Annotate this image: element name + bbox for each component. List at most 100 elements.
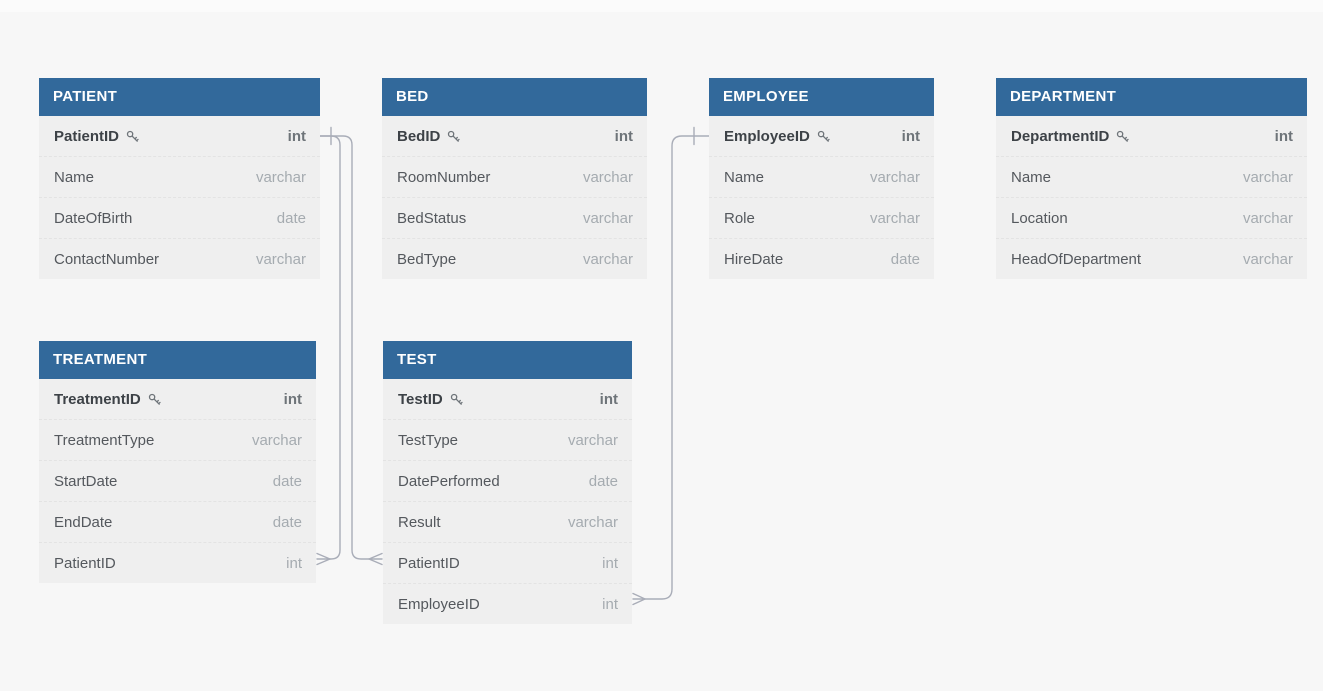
primary-key-icon <box>126 130 139 142</box>
table-row: StartDate date <box>39 460 316 501</box>
column-name: TreatmentID <box>54 390 141 408</box>
column-type: varchar <box>1242 168 1293 186</box>
column-name: PatientID <box>54 554 116 572</box>
table-body: PatientID int Name varchar DateOfBirth d… <box>39 116 320 279</box>
primary-key-icon <box>450 393 463 405</box>
column-name: EndDate <box>54 513 113 531</box>
column-type: int <box>287 127 306 145</box>
table-body: BedID int RoomNumber varchar BedStatus v… <box>382 116 647 279</box>
table-row: TestType varchar <box>383 419 632 460</box>
many-crowfoot <box>368 552 383 566</box>
table-row: TreatmentType varchar <box>39 419 316 460</box>
many-crowfoot <box>632 592 646 606</box>
column-name: DepartmentID <box>1011 127 1110 145</box>
table-row: ContactNumber varchar <box>39 238 320 279</box>
column-name: Result <box>398 513 441 531</box>
entity-table-employee[interactable]: EMPLOYEE EmployeeID int Name varchar Rol… <box>709 78 934 279</box>
column-type: int <box>901 127 920 145</box>
column-name: ContactNumber <box>54 250 160 268</box>
column-name: Location <box>1011 209 1068 227</box>
table-row: BedType varchar <box>382 238 647 279</box>
table-row: TreatmentID int <box>39 379 316 419</box>
column-type: int <box>283 390 302 408</box>
column-name: DatePerformed <box>398 472 500 490</box>
column-type: varchar <box>251 431 302 449</box>
entity-table-bed[interactable]: BED BedID int RoomNumber varchar BedStat… <box>382 78 647 279</box>
table-body: TestID int TestType varchar DatePerforme… <box>383 379 632 624</box>
column-type: date <box>890 250 920 268</box>
column-type: varchar <box>1242 209 1293 227</box>
table-row: Name varchar <box>996 156 1307 197</box>
table-body: DepartmentID int Name varchar Location v… <box>996 116 1307 279</box>
table-row: PatientID int <box>39 542 316 583</box>
table-row: HeadOfDepartment varchar <box>996 238 1307 279</box>
table-header[interactable]: PATIENT <box>39 78 320 116</box>
column-type: date <box>272 513 302 531</box>
table-body: TreatmentID int TreatmentType varchar St… <box>39 379 316 583</box>
table-row: Role varchar <box>709 197 934 238</box>
column-type: varchar <box>582 250 633 268</box>
entity-table-treatment[interactable]: TREATMENT TreatmentID int TreatmentType … <box>39 341 316 583</box>
column-type: int <box>602 595 618 613</box>
column-name: Name <box>1011 168 1052 186</box>
column-name: BedID <box>397 127 441 145</box>
table-row: DateOfBirth date <box>39 197 320 238</box>
column-type: varchar <box>582 209 633 227</box>
table-row: PatientID int <box>39 116 320 156</box>
column-name: PatientID <box>54 127 120 145</box>
column-type: varchar <box>255 168 306 186</box>
relationship-patient-test[interactable] <box>319 135 383 566</box>
column-name: BedStatus <box>397 209 467 227</box>
column-type: varchar <box>567 431 618 449</box>
table-body: EmployeeID int Name varchar Role varchar… <box>709 116 934 279</box>
column-name: EmployeeID <box>398 595 480 613</box>
column-type: date <box>588 472 618 490</box>
table-row: TestID int <box>383 379 632 419</box>
table-header[interactable]: TEST <box>383 341 632 379</box>
entity-table-department[interactable]: DEPARTMENT DepartmentID int Name varchar… <box>996 78 1307 279</box>
primary-key-icon <box>148 393 161 405</box>
column-name: Name <box>724 168 765 186</box>
column-type: varchar <box>582 168 633 186</box>
column-name: TreatmentType <box>54 431 155 449</box>
column-name: StartDate <box>54 472 118 490</box>
column-name: DateOfBirth <box>54 209 133 227</box>
primary-key-icon <box>448 130 460 142</box>
table-header[interactable]: DEPARTMENT <box>996 78 1307 116</box>
column-name: Name <box>54 168 95 186</box>
column-name: HeadOfDepartment <box>1011 250 1142 268</box>
column-type: varchar <box>255 250 306 268</box>
column-type: date <box>276 209 306 227</box>
table-header[interactable]: BED <box>382 78 647 116</box>
column-type: varchar <box>869 168 920 186</box>
column-name: TestID <box>398 390 443 408</box>
column-type: varchar <box>869 209 920 227</box>
table-row: Name varchar <box>39 156 320 197</box>
table-row: PatientID int <box>383 542 632 583</box>
relationship-patient-treatment[interactable] <box>316 126 341 566</box>
column-name: EmployeeID <box>724 127 810 145</box>
table-header[interactable]: EMPLOYEE <box>709 78 934 116</box>
primary-key-icon <box>817 130 830 142</box>
entity-table-patient[interactable]: PATIENT PatientID int Name varchar DateO… <box>39 78 320 279</box>
column-type: int <box>1274 127 1293 145</box>
relationship-employee-test[interactable] <box>632 126 710 606</box>
column-type: varchar <box>1242 250 1293 268</box>
table-row: DepartmentID int <box>996 116 1307 156</box>
column-type: date <box>272 472 302 490</box>
table-row: RoomNumber varchar <box>382 156 647 197</box>
table-header[interactable]: TREATMENT <box>39 341 316 379</box>
table-row: DatePerformed date <box>383 460 632 501</box>
column-type: int <box>614 127 633 145</box>
table-row: Result varchar <box>383 501 632 542</box>
column-type: int <box>599 390 618 408</box>
many-crowfoot <box>316 552 331 566</box>
column-type: varchar <box>567 513 618 531</box>
table-row: EmployeeID int <box>383 583 632 624</box>
entity-table-test[interactable]: TEST TestID int TestType varchar DatePer… <box>383 341 632 624</box>
column-name: PatientID <box>398 554 460 572</box>
column-name: HireDate <box>724 250 784 268</box>
table-row: Name varchar <box>709 156 934 197</box>
